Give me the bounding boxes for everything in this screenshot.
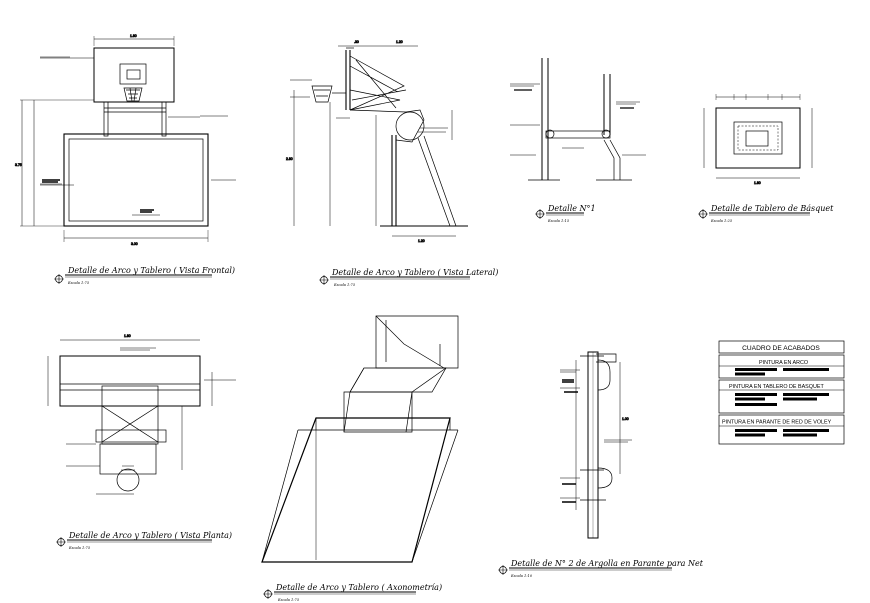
view-title-front: Detalle de Arco y Tablero ( Vista Fronta… (54, 266, 235, 285)
dim-lateral-top-b: 1.20 (396, 40, 403, 44)
dim-lateral-base: 1.20 (418, 239, 425, 243)
finishes-row-2-label: PINTURA EN TABLERO DE BASQUET (729, 384, 824, 390)
dim-board-width: 1.80 (754, 181, 761, 185)
lateral-view-drawing: .30 1.20 2.80 1.20 (286, 40, 468, 243)
finishes-values-bars (735, 368, 829, 437)
view-title-net-ring: Detalle de N° 2 de Argolla en Parante pa… (498, 559, 704, 578)
dim-front-top: 1.80 (130, 34, 137, 38)
scale-front-view: Escala 1:75 (67, 281, 90, 285)
view-title-lateral: Detalle de Arco y Tablero ( Vista Latera… (319, 268, 498, 287)
finishes-row-1-label: PINTURA EN ARCO (759, 360, 808, 366)
title-net-ring-detail: Detalle de N° 2 de Argolla en Parante pa… (510, 559, 704, 568)
finishes-table (718, 340, 845, 445)
title-lateral-view: Detalle de Arco y Tablero ( Vista Latera… (331, 268, 498, 277)
title-board-detail: Detalle de Tablero de Básquet (710, 204, 834, 213)
plan-view-drawing: 1.80 (47, 334, 236, 495)
dim-lateral-top-a: .30 (354, 40, 359, 44)
title-front-view: Detalle de Arco y Tablero ( Vista Fronta… (67, 266, 235, 275)
front-view-drawing: 1.80 3.00 3.75 (15, 34, 236, 246)
title-axonometric-view: Detalle de Arco y Tablero ( Axonometría) (275, 583, 442, 592)
dim-front-height: 3.75 (15, 163, 22, 167)
scale-plan-view: Escala 1:75 (68, 546, 91, 550)
detail-1-drawing (510, 58, 646, 181)
view-title-plan: Detalle de Arco y Tablero ( Vista Planta… (56, 531, 232, 550)
view-title-axonometric: Detalle de Arco y Tablero ( Axonometría)… (263, 583, 442, 602)
scale-board-detail: Escala 1:25 (710, 219, 733, 223)
scale-detail-1: Escala 1:15 (547, 219, 570, 223)
title-detail-1: Detalle N°1 (547, 204, 596, 213)
view-title-board: Detalle de Tablero de Básquet Escala 1:2… (698, 204, 834, 223)
dim-net-height: 1.00 (622, 417, 629, 421)
finishes-row-3-label: PINTURA EN PARANTE DE RED DE VOLEY (722, 420, 832, 426)
title-plan-view: Detalle de Arco y Tablero ( Vista Planta… (68, 531, 232, 540)
view-title-detail-1: Detalle N°1 Escala 1:15 (535, 204, 596, 223)
axonometric-drawing (261, 315, 459, 563)
dim-plan-width: 1.80 (124, 334, 131, 338)
scale-axonometric-view: Escala 1:75 (277, 598, 300, 602)
dim-lateral-height: 2.80 (286, 157, 293, 161)
dim-front-bottom: 3.00 (131, 242, 138, 246)
finishes-table-header: CUADRO DE ACABADOS (742, 345, 820, 352)
board-detail-drawing: 1.80 (703, 94, 813, 185)
scale-net-ring-detail: Escala 1:10 (510, 574, 533, 578)
scale-lateral-view: Escala 1:75 (333, 283, 356, 287)
net-ring-detail-drawing: 1.00 (560, 351, 632, 539)
